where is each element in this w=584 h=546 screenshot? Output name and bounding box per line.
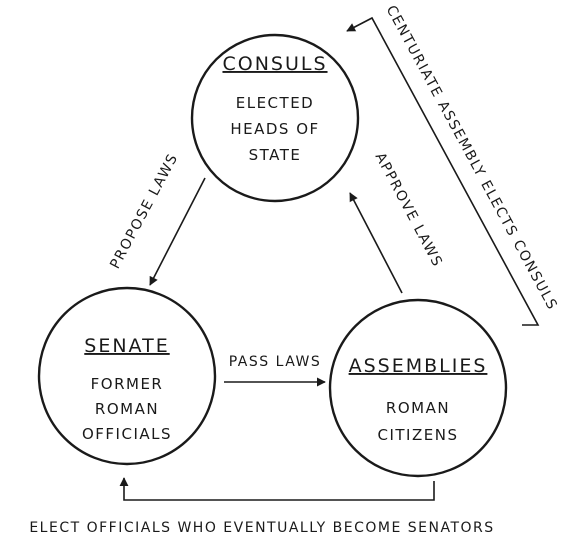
senate-desc-line-1: FORMER bbox=[91, 375, 164, 393]
senate-circle bbox=[37, 286, 217, 466]
elect-officials-label: ELECT OFFICIALS WHO EVENTUALLY BECOME SE… bbox=[29, 520, 494, 536]
assemblies-desc-line-1: ROMAN bbox=[386, 399, 450, 417]
consuls-desc-line-1: ELECTED bbox=[236, 94, 314, 112]
approve-laws-arrow bbox=[349, 192, 403, 294]
consuls-desc-line-2: HEADS OF bbox=[230, 120, 319, 138]
centuriate-label: CENTURIATE ASSEMBLY ELECTS CONSULS bbox=[383, 3, 561, 313]
elect-officials-arrow bbox=[119, 477, 435, 501]
centuriate-bracket-arrow bbox=[346, 16, 540, 326]
senate-title: SENATE bbox=[84, 335, 169, 357]
pass-laws-label: PASS LAWS bbox=[229, 354, 322, 370]
assemblies-title: ASSEMBLIES bbox=[349, 355, 488, 377]
propose-laws-label: PROPOSE LAWS bbox=[107, 151, 181, 272]
senate-desc-line-3: OFFICIALS bbox=[82, 425, 172, 443]
senate-desc-line-2: ROMAN bbox=[95, 400, 159, 418]
assemblies-node: ASSEMBLIES ROMAN CITIZENS bbox=[328, 298, 508, 478]
approve-laws-label: APPROVE LAWS bbox=[372, 150, 446, 270]
consuls-title: CONSULS bbox=[222, 53, 327, 75]
senate-node: SENATE FORMER ROMAN OFFICIALS bbox=[37, 286, 217, 466]
assemblies-circle bbox=[328, 298, 508, 478]
propose-laws-arrow bbox=[149, 177, 206, 286]
consuls-desc-line-3: STATE bbox=[249, 146, 302, 164]
assemblies-desc-line-2: CITIZENS bbox=[378, 426, 459, 444]
consuls-circle bbox=[190, 33, 360, 203]
consuls-node: CONSULS ELECTED HEADS OF STATE bbox=[190, 33, 360, 203]
